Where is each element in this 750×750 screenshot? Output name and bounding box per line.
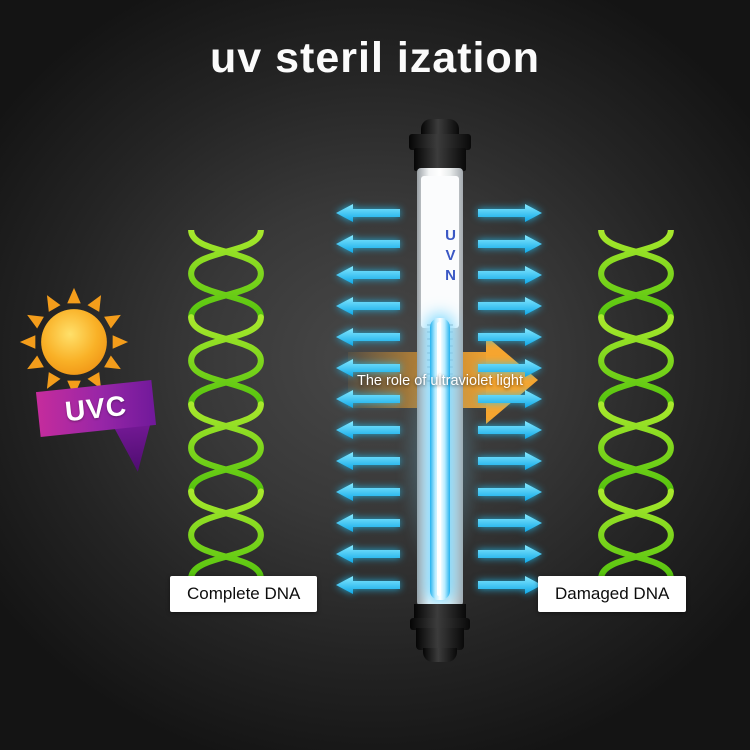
dna-helix-damaged [577, 230, 695, 582]
uv-ray-right-icon [478, 265, 542, 285]
lamp-tube: UVN [417, 168, 463, 606]
uv-ray-left-icon [336, 513, 400, 533]
complete-dna-label: Complete DNA [170, 576, 318, 612]
uv-rays-right [478, 203, 542, 603]
lamp-bottom-ring [410, 618, 470, 630]
lamp-top-neck [414, 148, 466, 171]
uv-ray-left-icon [336, 265, 400, 285]
lamp-top-ring [409, 134, 471, 150]
uv-ray-right-icon [478, 234, 542, 254]
uv-ray-left-icon [336, 327, 400, 347]
uv-rays-left [336, 203, 400, 603]
dna-helix-complete [167, 230, 285, 582]
uv-ray-right-icon [478, 327, 542, 347]
lamp-inner-uv-tube [430, 318, 450, 600]
uv-ray-right-icon [478, 358, 542, 378]
uv-ray-left-icon [336, 544, 400, 564]
lamp-tube-highlight [437, 322, 441, 596]
uv-ray-right-icon [478, 296, 542, 316]
uv-ray-left-icon [336, 451, 400, 471]
uv-ray-right-icon [478, 451, 542, 471]
uv-ray-left-icon [336, 234, 400, 254]
lamp-bottom-cap [416, 628, 464, 650]
uv-ray-right-icon [478, 389, 542, 409]
sun-icon [19, 287, 129, 397]
uv-ray-right-icon [478, 544, 542, 564]
uv-ray-right-icon [478, 575, 542, 595]
uv-ray-left-icon [336, 358, 400, 378]
uv-ray-left-icon [336, 482, 400, 502]
uv-ray-left-icon [336, 575, 400, 595]
uvc-label: UVC [63, 389, 129, 427]
uv-ray-left-icon [336, 420, 400, 440]
uv-ray-left-icon [336, 203, 400, 223]
lamp-top-cap [421, 119, 459, 136]
uv-ray-left-icon [336, 296, 400, 316]
uv-ray-left-icon [336, 389, 400, 409]
uv-ray-right-icon [478, 203, 542, 223]
uv-ray-right-icon [478, 482, 542, 502]
uv-ray-right-icon [478, 513, 542, 533]
page-title: uv steril ization [209, 34, 540, 82]
lamp-bottom-neck [414, 604, 466, 620]
lamp-bottom-tip [423, 648, 457, 662]
role-arrow-caption: The role of ultraviolet light [356, 373, 524, 389]
damaged-dna-label: Damaged DNA [538, 576, 687, 612]
lamp-label: UVN [421, 176, 459, 328]
role-arrow-head [486, 336, 538, 424]
uv-ray-right-icon [478, 420, 542, 440]
